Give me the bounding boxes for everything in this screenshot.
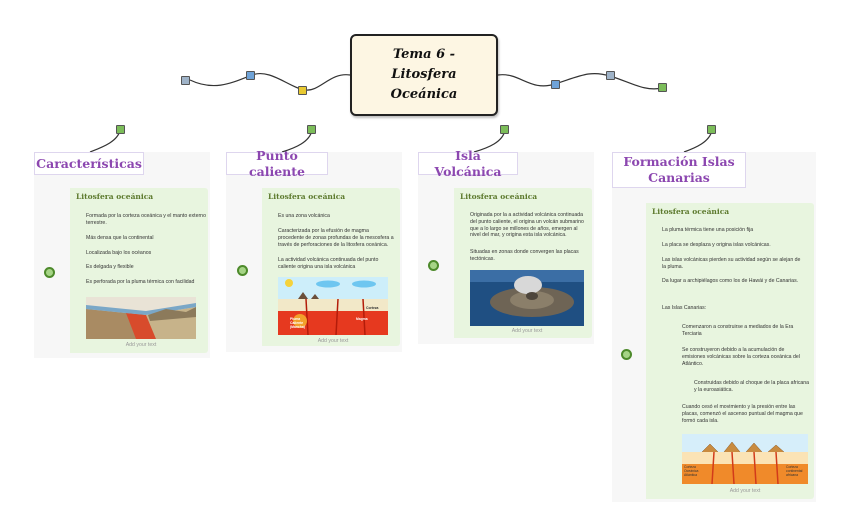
add-text-placeholder[interactable]: Add your text bbox=[729, 488, 761, 494]
list-item: Es delgada y flexible bbox=[86, 264, 134, 270]
note-icon[interactable] bbox=[707, 125, 716, 134]
branch-node[interactable] bbox=[428, 260, 439, 271]
gear-icon[interactable] bbox=[606, 71, 615, 80]
list-item: Es perforada por la pluma térmica con fa… bbox=[86, 279, 195, 285]
note-icon[interactable] bbox=[116, 125, 125, 134]
image-label: Corteza Oceánica Atlántica bbox=[684, 465, 699, 477]
list-item: La actividad volcánica continuada del pu… bbox=[278, 257, 379, 270]
gear-icon[interactable] bbox=[181, 76, 190, 85]
list-item: Caracterizada por la efusión de magma pr… bbox=[278, 228, 394, 248]
image-label: Pluma bbox=[290, 317, 301, 321]
image-label: (Mancha) bbox=[290, 325, 305, 329]
note-icon[interactable] bbox=[298, 86, 307, 95]
note-icon[interactable] bbox=[246, 71, 255, 80]
branch-node[interactable] bbox=[237, 265, 248, 276]
list-item: Es una zona volcánica bbox=[278, 213, 330, 219]
image-label: Caliente bbox=[290, 321, 304, 325]
add-text-placeholder[interactable]: Add your text bbox=[125, 342, 157, 348]
note-icon[interactable] bbox=[658, 83, 667, 92]
list-item: Construidas debido al choque de la placa… bbox=[694, 380, 810, 393]
wire-left bbox=[189, 72, 351, 91]
topic-title: Isla Volcánica bbox=[434, 147, 502, 179]
topic-formacion-canarias[interactable]: Formación Islas Canarias bbox=[612, 152, 746, 188]
subduction-block-diagram bbox=[86, 297, 196, 339]
topic-title: Formación Islas Canarias bbox=[623, 154, 735, 185]
list-item: Cuando cesó el movimiento y la presión e… bbox=[682, 404, 803, 424]
wire-right bbox=[497, 72, 663, 90]
topic-title: Punto caliente bbox=[249, 147, 305, 179]
branch-node[interactable] bbox=[44, 267, 55, 278]
topic-isla-volcanica[interactable]: Isla Volcánica bbox=[418, 148, 518, 179]
hotspot-diagram: Pluma Caliente (Mancha) Magma Corteza bbox=[278, 277, 388, 335]
topic-punto-caliente[interactable]: Punto caliente bbox=[226, 148, 328, 179]
card-title: Litosfera oceánica bbox=[460, 192, 538, 201]
list-item: Da lugar a archipiélagos como los de Haw… bbox=[662, 278, 799, 284]
list-item: La placa se desplaza y origina islas vol… bbox=[662, 242, 771, 248]
central-title: Tema 6 - Litosfera Oceánica bbox=[390, 47, 458, 102]
branch-node[interactable] bbox=[621, 349, 632, 360]
card-title: Litosfera oceánica bbox=[76, 192, 154, 201]
list-item: Comenzaron a construirse a mediados de l… bbox=[682, 324, 794, 337]
topic-title: Características bbox=[36, 155, 142, 171]
note-icon[interactable] bbox=[551, 80, 560, 89]
list-item: Originada por la a actividad volcánica c… bbox=[470, 212, 584, 239]
image-label: Magma bbox=[356, 317, 368, 321]
list-item: La pluma térmica tiene una posición fija bbox=[662, 227, 754, 233]
list-item: Se construyeron debido a la acumulación … bbox=[682, 347, 800, 367]
list-item: Más densa que la continental bbox=[86, 235, 154, 241]
topic-caracteristicas[interactable]: Características bbox=[34, 152, 144, 175]
volcanic-island-photo bbox=[470, 270, 584, 326]
list-item: Las Islas Canarias: bbox=[662, 305, 707, 311]
note-icon[interactable] bbox=[500, 125, 509, 134]
list-item: Situadas en zonas donde convergen las pl… bbox=[470, 249, 579, 262]
list-item: Las islas volcánicas pierden su activida… bbox=[662, 257, 801, 270]
list-item: Formada por la corteza oceánica y el man… bbox=[86, 213, 206, 226]
card-title: Litosfera oceánica bbox=[268, 192, 346, 201]
add-text-placeholder[interactable]: Add your text bbox=[317, 338, 349, 344]
canary-islands-cross-section: Corteza Oceánica Atlántica Corteza conti… bbox=[682, 434, 808, 484]
card-title: Litosfera oceánica bbox=[652, 207, 730, 216]
image-label: Corteza continental africana bbox=[786, 465, 803, 477]
list-item: Localizada bajo los océanos bbox=[86, 250, 152, 256]
note-icon[interactable] bbox=[307, 125, 316, 134]
image-label: Corteza bbox=[366, 306, 379, 310]
add-text-placeholder[interactable]: Add your text bbox=[511, 328, 543, 334]
central-topic[interactable]: Tema 6 - Litosfera Oceánica bbox=[350, 34, 498, 116]
